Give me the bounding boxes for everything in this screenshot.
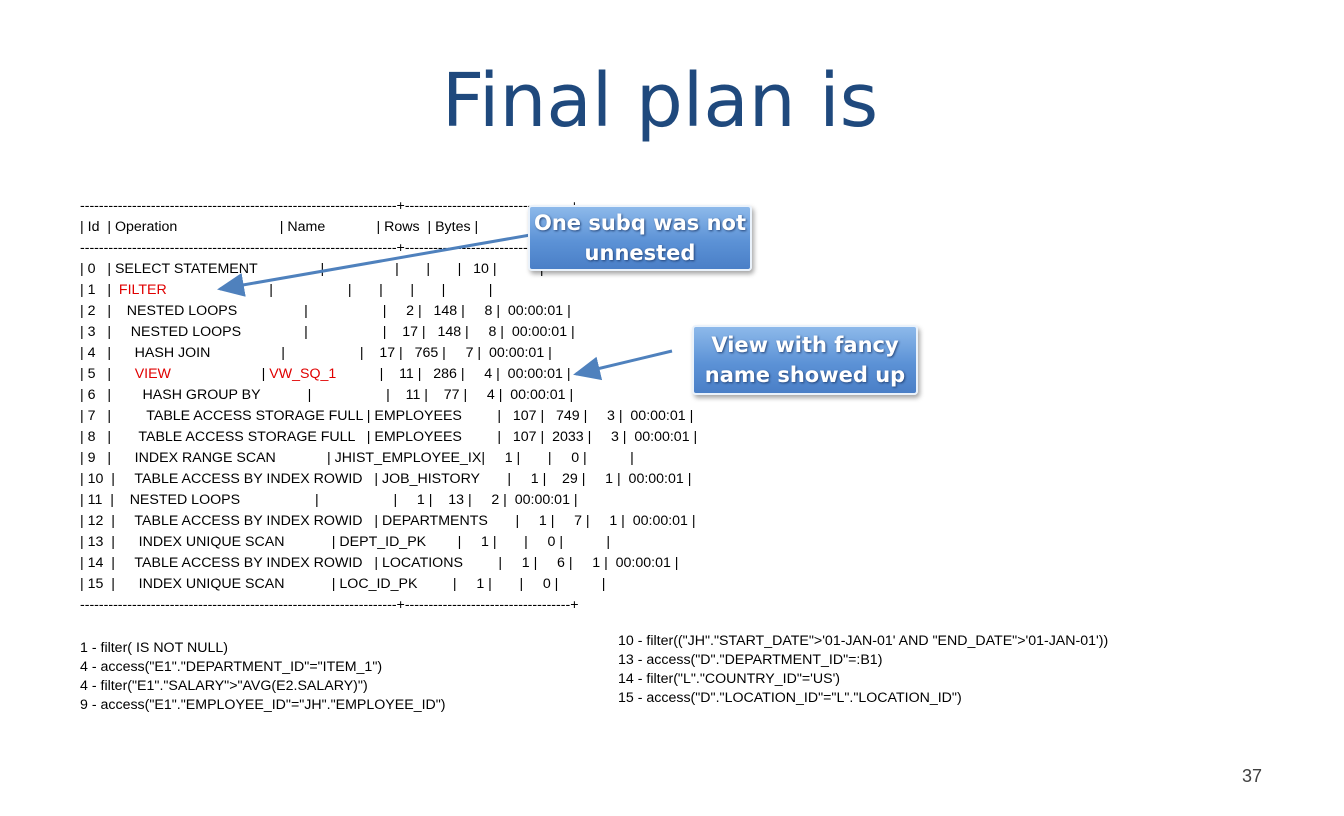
plan-line: | 11 | NESTED LOOPS | | 1 | 13 | 2 | 00:… (80, 490, 697, 511)
plan-text: | 7 | TABLE ACCESS STORAGE FULL | EMPLOY… (80, 408, 694, 424)
plan-text: | 5 | (80, 366, 135, 382)
plan-text: | 3 | NESTED LOOPS | | 17 | 148 | 8 | 00… (80, 324, 575, 340)
predicate-list-right: 10 - filter(("JH"."START_DATE">'01-JAN-0… (618, 632, 1108, 708)
plan-text: | 0 | SELECT STATEMENT | | | | 10 | | (80, 261, 544, 277)
plan-text: ----------------------------------------… (80, 597, 579, 613)
highlighted-text: FILTER (118, 282, 167, 298)
plan-text: | | | | | | (166, 282, 493, 298)
plan-text: ----------------------------------------… (80, 240, 571, 256)
plan-text: | 15 | INDEX UNIQUE SCAN | LOC_ID_PK | 1… (80, 576, 606, 592)
plan-line: ----------------------------------------… (80, 196, 697, 217)
predicate-line: 13 - access("D"."DEPARTMENT_ID"=:B1) (618, 652, 883, 668)
predicate-line: 15 - access("D"."LOCATION_ID"="L"."LOCAT… (618, 690, 962, 706)
predicate-line: 10 - filter(("JH"."START_DATE">'01-JAN-0… (618, 633, 1109, 649)
slide-title: Final plan is (441, 58, 879, 144)
predicate-list-left: 1 - filter( IS NOT NULL) 4 - access("E1".… (80, 639, 446, 715)
plan-text: | 9 | INDEX RANGE SCAN | JHIST_EMPLOYEE_… (80, 450, 634, 466)
plan-line: | 2 | NESTED LOOPS | | 2 | 148 | 8 | 00:… (80, 301, 697, 322)
plan-line: ----------------------------------------… (80, 595, 697, 616)
predicate-line: 9 - access("E1"."EMPLOYEE_ID"="JH"."EMPL… (80, 697, 446, 713)
plan-line: | Id | Operation | Name | Rows | Bytes | (80, 217, 697, 238)
highlighted-text: VW_SQ_1 (269, 366, 337, 382)
predicate-line: 4 - filter("E1"."SALARY">"AVG(E2.SALARY)… (80, 678, 368, 694)
plan-text: | 14 | TABLE ACCESS BY INDEX ROWID | LOC… (80, 555, 679, 571)
plan-line: | 5 | VIEW | VW_SQ_1 | 11 | 286 | 4 | 00… (80, 364, 697, 385)
plan-text: | 13 | INDEX UNIQUE SCAN | DEPT_ID_PK | … (80, 534, 611, 550)
plan-text: ----------------------------------------… (80, 198, 579, 214)
predicate-line: 14 - filter("L"."COUNTRY_ID"='US') (618, 671, 840, 687)
plan-line: | 6 | HASH GROUP BY | | 11 | 77 | 4 | 00… (80, 385, 697, 406)
plan-line: | 12 | TABLE ACCESS BY INDEX ROWID | DEP… (80, 511, 697, 532)
plan-text: | 4 | HASH JOIN | | 17 | 765 | 7 | 00:00… (80, 345, 552, 361)
plan-text: | 6 | HASH GROUP BY | | 11 | 77 | 4 | 00… (80, 387, 574, 403)
highlighted-text: VIEW (134, 366, 171, 382)
plan-line: | 4 | HASH JOIN | | 17 | 765 | 7 | 00:00… (80, 343, 697, 364)
plan-text: | Id | Operation | Name | Rows | Bytes | (80, 219, 479, 235)
execution-plan-table: ----------------------------------------… (80, 196, 697, 616)
plan-text: | 10 | TABLE ACCESS BY INDEX ROWID | JOB… (80, 471, 692, 487)
plan-line: | 15 | INDEX UNIQUE SCAN | LOC_ID_PK | 1… (80, 574, 697, 595)
plan-text: | 1 | (80, 282, 119, 298)
plan-text: | (170, 366, 270, 382)
callout-subq-not-unnested: One subq was not unnested (528, 205, 752, 271)
plan-line: | 7 | TABLE ACCESS STORAGE FULL | EMPLOY… (80, 406, 697, 427)
plan-text: | 11 | 286 | 4 | 00:00:01 | (336, 366, 571, 382)
plan-line: | 14 | TABLE ACCESS BY INDEX ROWID | LOC… (80, 553, 697, 574)
plan-line: | 13 | INDEX UNIQUE SCAN | DEPT_ID_PK | … (80, 532, 697, 553)
plan-line: | 8 | TABLE ACCESS STORAGE FULL | EMPLOY… (80, 427, 697, 448)
plan-text: | 8 | TABLE ACCESS STORAGE FULL | EMPLOY… (80, 429, 698, 445)
callout-view-fancy-name: View with fancy name showed up (692, 325, 918, 395)
plan-line: | 9 | INDEX RANGE SCAN | JHIST_EMPLOYEE_… (80, 448, 697, 469)
plan-line: | 3 | NESTED LOOPS | | 17 | 148 | 8 | 00… (80, 322, 697, 343)
plan-line: | 10 | TABLE ACCESS BY INDEX ROWID | JOB… (80, 469, 697, 490)
plan-line: | 1 | FILTER | | | | | | (80, 280, 697, 301)
predicate-line: 1 - filter( IS NOT NULL) (80, 640, 228, 656)
plan-text: | 11 | NESTED LOOPS | | 1 | 13 | 2 | 00:… (80, 492, 578, 508)
predicate-line: 4 - access("E1"."DEPARTMENT_ID"="ITEM_1"… (80, 659, 383, 675)
plan-text: | 2 | NESTED LOOPS | | 2 | 148 | 8 | 00:… (80, 303, 571, 319)
plan-text: | 12 | TABLE ACCESS BY INDEX ROWID | DEP… (80, 513, 696, 529)
page-number: 37 (1241, 766, 1262, 786)
